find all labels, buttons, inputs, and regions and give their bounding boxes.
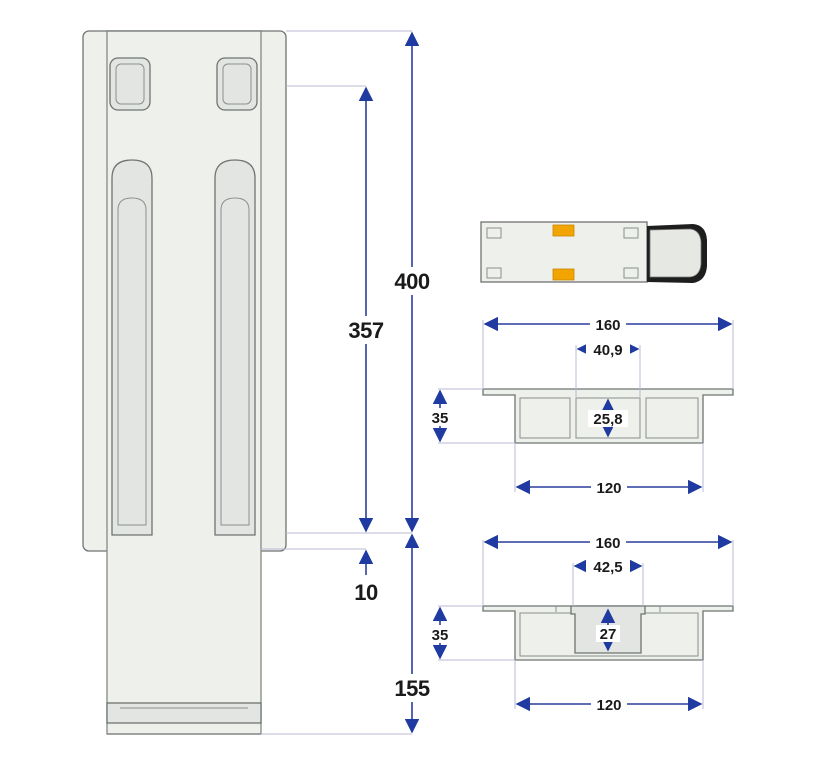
side-view-dimensions: 400 357 10 155: [346, 31, 436, 734]
p2-label-base: 120: [596, 697, 621, 714]
rail-slot-left-inner: [117, 197, 147, 526]
side-view-rail: [82, 30, 287, 735]
p1-label-width: 160: [595, 317, 620, 334]
label-155: 155: [394, 676, 429, 701]
p2-bg-height: [428, 625, 452, 643]
p2-bg-width: [590, 533, 626, 551]
rail-slot-right: [214, 159, 256, 536]
plan-corner-br: [623, 267, 639, 279]
rail-slot-left: [111, 159, 153, 536]
p2-label-width: 160: [595, 535, 620, 552]
plan-view: [480, 221, 707, 283]
p1-bg-channel: [586, 340, 630, 358]
label-bg-357: [346, 316, 388, 344]
p1-bg-height: [428, 408, 452, 426]
label-bg-400: [392, 267, 436, 295]
p1-label-height: 35: [432, 410, 449, 427]
p2-label-height: 35: [432, 627, 449, 644]
p2-label-depth: 27: [600, 626, 617, 643]
plan-pad-top: [552, 224, 575, 237]
p1-bg-depth: [588, 410, 628, 427]
p1-label-channel: 40,9: [593, 342, 622, 359]
p1-label-base: 120: [596, 480, 621, 497]
rail-tab-right-inner: [222, 63, 252, 105]
label-bg-155: [392, 674, 436, 702]
p2-bg-channel: [586, 557, 630, 575]
p1-bg-base: [591, 478, 627, 496]
profile-top-cell-center: [575, 397, 641, 439]
plan-corner-tl: [486, 227, 502, 239]
plan-end-cap-inner: [649, 228, 702, 278]
profile-bottom: 160 42,5 35 27 120: [428, 533, 734, 714]
rail-slot-right-inner: [220, 197, 250, 526]
p2-bg-depth: [596, 625, 620, 642]
rail-tab-left-inner: [115, 63, 145, 105]
plan-pad-bottom: [552, 268, 575, 281]
plan-corner-bl: [486, 267, 502, 279]
p1-bg-width: [590, 315, 626, 333]
p2-label-channel: 42,5: [593, 559, 622, 576]
label-357: 357: [348, 318, 383, 343]
side-view-extension-lines: [261, 30, 412, 735]
profile-top-cell-left: [519, 397, 571, 439]
profile-top-cell-right: [645, 397, 699, 439]
rail-tab-left: [109, 57, 151, 111]
plan-corner-tr: [623, 227, 639, 239]
profile-top: 160 40,9 35 25,8 120: [428, 315, 734, 497]
rail-end-stop: [106, 702, 262, 724]
p1-label-depth: 25,8: [593, 411, 622, 428]
p2-bg-base: [591, 695, 627, 713]
label-400: 400: [394, 269, 429, 294]
label-10: 10: [354, 580, 378, 605]
rail-tab-right: [216, 57, 258, 111]
